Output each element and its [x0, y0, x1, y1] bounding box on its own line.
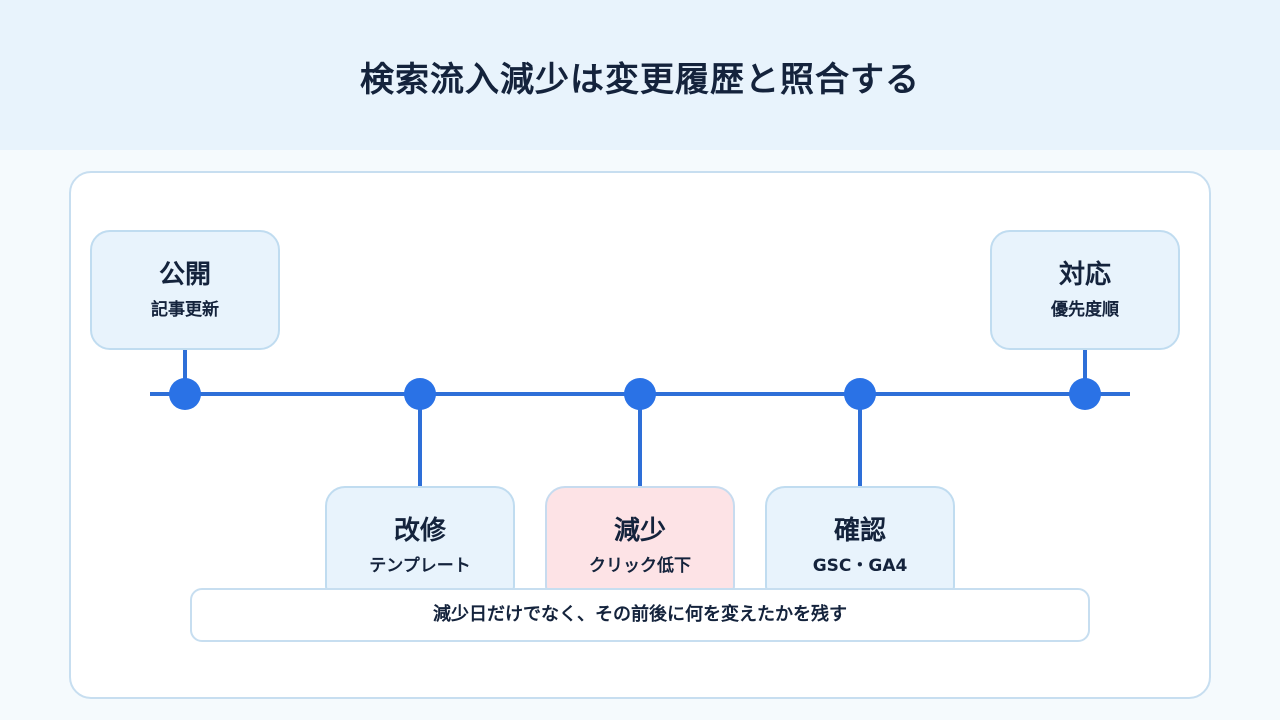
- step-subtitle: 優先度順: [1051, 300, 1119, 320]
- summary-note: 減少日だけでなく、その前後に何を変えたかを残す: [190, 588, 1090, 642]
- timeline-dot-decline: [624, 378, 656, 410]
- timeline-dot-verify: [844, 378, 876, 410]
- timeline-dot-respond: [1069, 378, 1101, 410]
- timeline-dot-renovate: [404, 378, 436, 410]
- timeline-dot-publish: [169, 378, 201, 410]
- step-title: 対応: [1058, 260, 1111, 290]
- step-card-verify: 確認 GSC・GA4: [765, 486, 955, 606]
- step-title: 減少: [613, 516, 666, 546]
- step-card-publish: 公開 記事更新: [90, 230, 280, 350]
- step-subtitle: 記事更新: [151, 300, 219, 320]
- step-subtitle: テンプレート: [369, 556, 471, 576]
- step-card-respond: 対応 優先度順: [990, 230, 1180, 350]
- step-title: 確認: [833, 516, 886, 546]
- stem-publish: [183, 348, 187, 394]
- step-title: 公開: [158, 260, 211, 290]
- step-subtitle: GSC・GA4: [812, 556, 908, 576]
- stem-renovate: [418, 394, 422, 488]
- step-card-decline: 減少 クリック低下: [545, 486, 735, 606]
- page-title: 検索流入減少は変更履歴と照合する: [360, 60, 920, 100]
- stem-decline: [638, 394, 642, 488]
- header-band: 検索流入減少は変更履歴と照合する: [0, 0, 1280, 150]
- stem-respond: [1083, 348, 1087, 394]
- step-subtitle: クリック低下: [589, 556, 691, 576]
- step-title: 改修: [393, 516, 446, 546]
- stem-verify: [858, 394, 862, 488]
